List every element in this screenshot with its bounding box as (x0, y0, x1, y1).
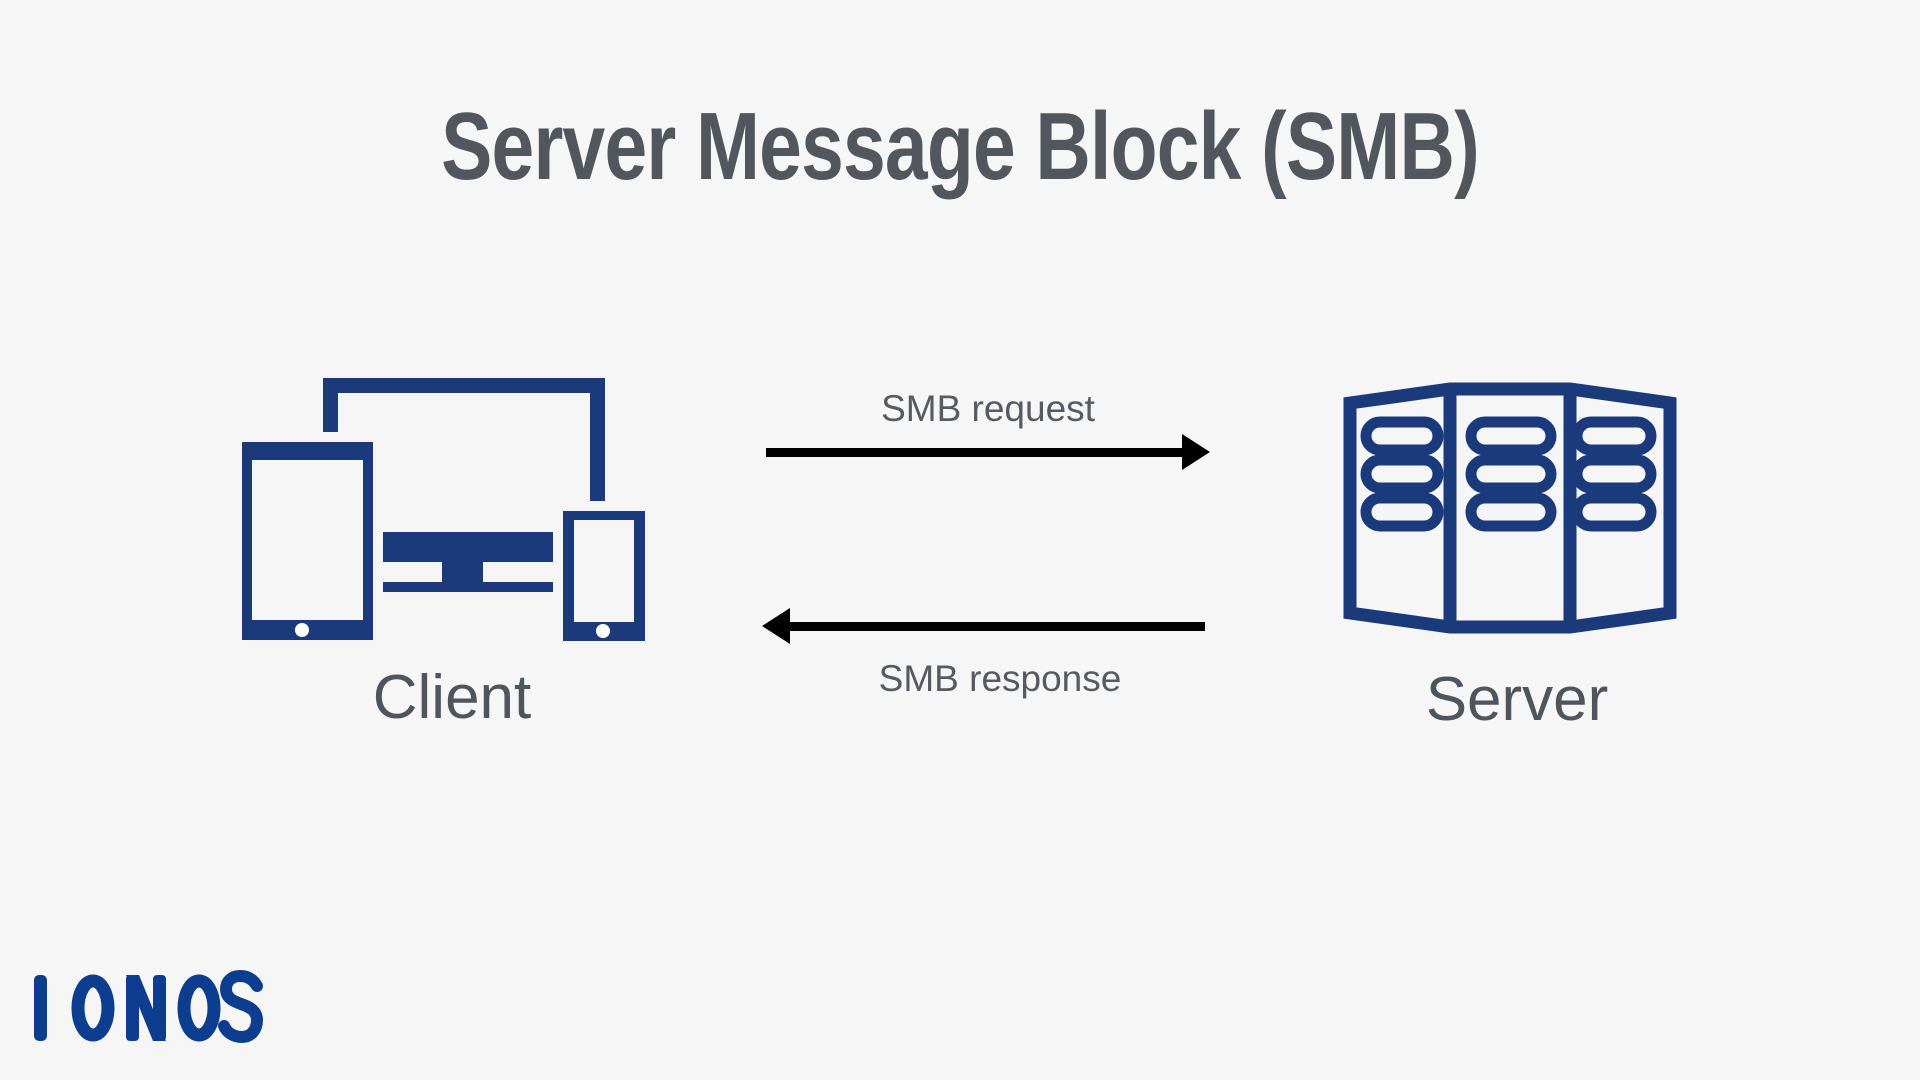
server-vent (1571, 492, 1657, 532)
logo-letter-s (218, 969, 264, 1044)
server-vent (1465, 416, 1557, 456)
request-label: SMB request (881, 388, 1095, 429)
response-arrowhead-icon (762, 608, 790, 644)
server-vent (1360, 492, 1444, 532)
server-vent (1360, 454, 1444, 494)
response-arrow-shaft (788, 622, 1205, 631)
ionos-logo-text: IONOS (0, 0, 1, 1)
server-rack-icon (1343, 382, 1677, 634)
logo-letter-i (34, 975, 47, 1041)
phone-icon (553, 501, 655, 651)
server-vent (1465, 454, 1557, 494)
response-label: SMB response (878, 658, 1122, 699)
monitor-stand-neck (442, 562, 483, 582)
tablet-icon (232, 432, 383, 650)
ionos-logo (34, 969, 264, 1044)
client-label: Client (372, 663, 532, 732)
request-arrowhead-icon (1182, 434, 1210, 470)
server-outline (1343, 382, 1677, 634)
server-vent (1571, 454, 1657, 494)
request-arrow-shaft (766, 448, 1184, 457)
server-vent (1571, 416, 1657, 456)
server-label: Server (1425, 665, 1609, 734)
server-vent (1360, 416, 1444, 456)
server-vent (1465, 492, 1557, 532)
monitor-stand-base (383, 582, 553, 592)
logo-letter-o (71, 974, 115, 1042)
phone-home-button-icon (596, 624, 610, 638)
logo-letter-o (177, 974, 221, 1042)
logo-letter-n (126, 975, 166, 1041)
tablet-home-button-icon (295, 623, 309, 637)
page-title: Server Message Block (SMB) (441, 93, 1480, 200)
